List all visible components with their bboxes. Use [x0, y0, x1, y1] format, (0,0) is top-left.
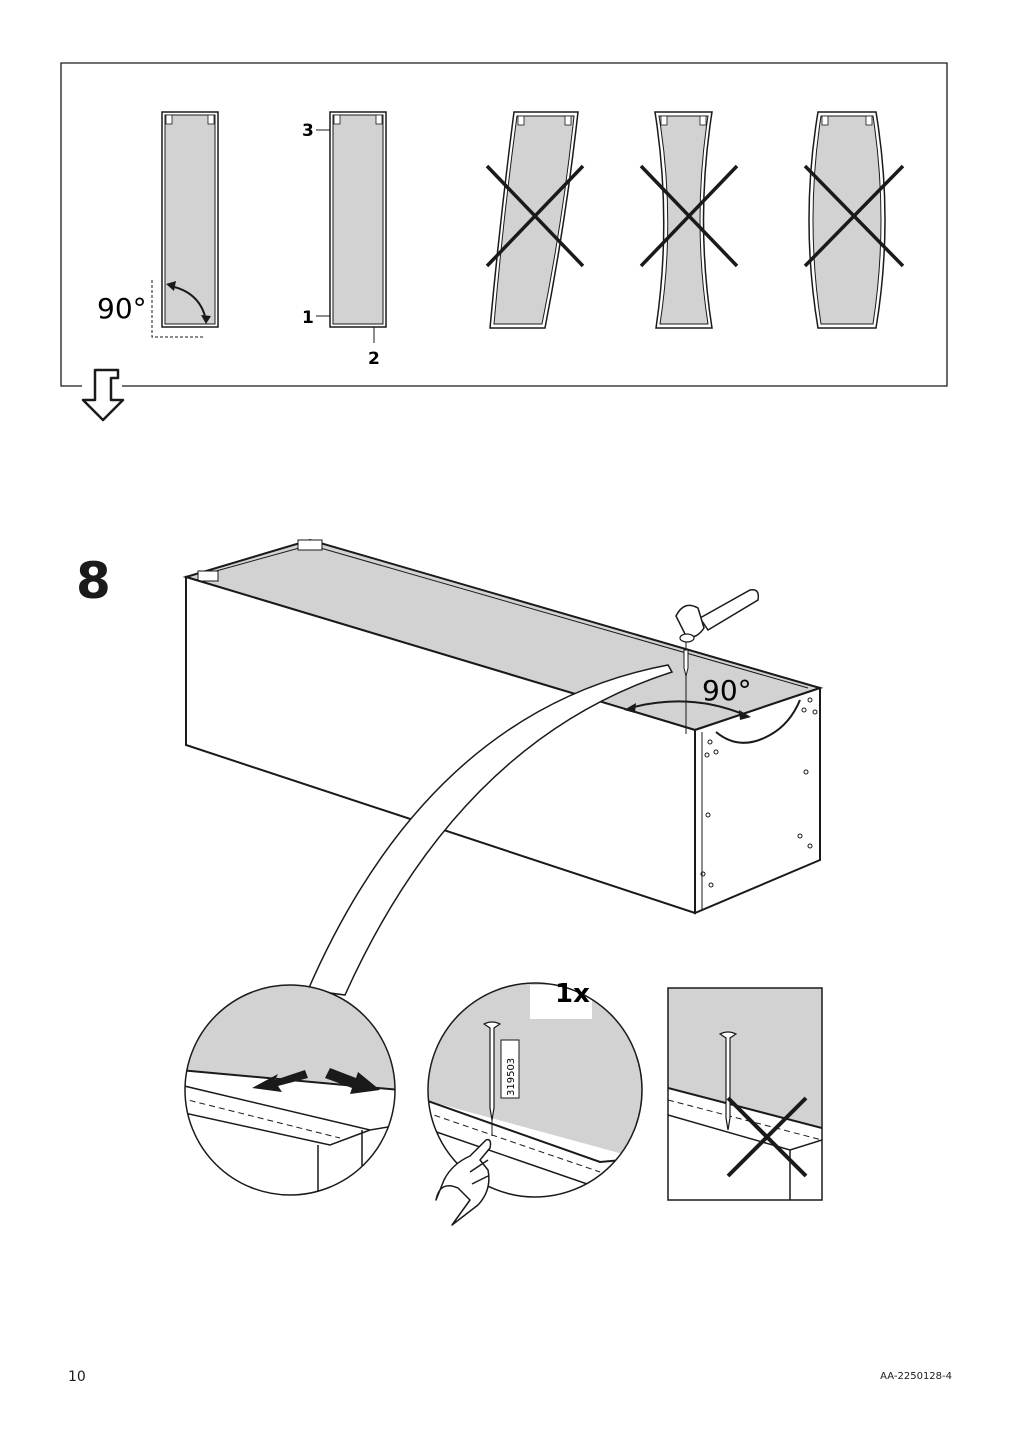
angle-label: 90°	[702, 674, 752, 707]
arrow-right-icon	[325, 1068, 380, 1094]
angle-arrow-icon	[166, 281, 211, 324]
correct-panel-square	[151, 111, 219, 338]
point-label-1: 1	[302, 308, 314, 328]
down-arrow-icon	[81, 368, 125, 422]
page-number: 10	[68, 1369, 86, 1385]
detail-wrong-nail-position	[667, 987, 823, 1201]
part-number-label	[500, 1039, 520, 1099]
nail-icon	[683, 649, 689, 677]
panel-frame	[60, 62, 948, 387]
wrong-panel-convex	[803, 111, 905, 329]
arrow-left-icon	[252, 1070, 308, 1092]
detail-edge-alignment	[184, 984, 396, 1196]
wrong-panel-concave	[639, 111, 739, 329]
point-label-3: 3	[302, 121, 314, 141]
cross-icon	[639, 164, 739, 268]
quantity-label: 1x	[555, 979, 590, 1009]
diagonal-check-panel	[60, 62, 948, 422]
angle-label: 90°	[97, 292, 147, 325]
cross-icon	[726, 1096, 808, 1178]
wrong-panel-skewed	[485, 111, 585, 329]
detail-nail-position	[427, 982, 643, 1226]
document-code: AA-2250128-4	[880, 1371, 952, 1382]
nail-icon	[482, 1021, 502, 1121]
point-label-2: 2	[368, 349, 380, 369]
measurement-panel	[316, 111, 387, 343]
part-number-text: 319503	[506, 1058, 517, 1096]
nail-icon	[718, 1031, 738, 1131]
pointing-hand-icon	[435, 1138, 492, 1226]
cabinet-figure	[182, 538, 824, 996]
cross-icon	[803, 164, 905, 268]
cross-icon	[485, 164, 585, 268]
step-number: 8	[76, 552, 111, 610]
dowel-holes	[700, 697, 818, 888]
hammer-icon	[675, 588, 760, 643]
